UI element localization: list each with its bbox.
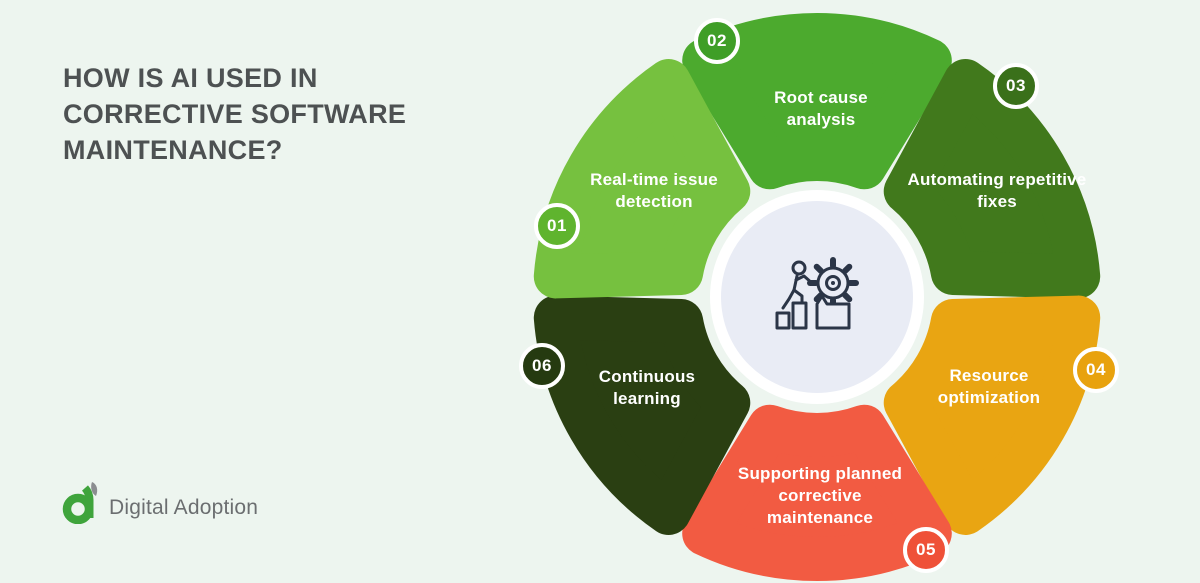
segment-label-resource-optimization: Resource optimization	[937, 366, 1041, 407]
badge-02: 02	[694, 18, 740, 64]
badge-04-number: 04	[1086, 360, 1106, 379]
badge-03-number: 03	[1006, 76, 1026, 95]
segment-label-real-time-issue-detection: Real-time issue detection	[590, 170, 718, 211]
digital-adoption-logo-icon	[62, 482, 98, 524]
brand-logo: Digital Adoption	[62, 482, 258, 524]
badge-06: 06	[519, 343, 565, 389]
petal-root-cause-analysis	[682, 12, 952, 190]
person-icon	[781, 260, 815, 310]
title-line-3: MAINTENANCE?	[63, 135, 283, 165]
person-climbing-bars-toward-gear-icon	[775, 257, 859, 330]
gear-hub	[825, 275, 841, 291]
segment-label-root-cause-analysis: Root cause analysis	[774, 88, 868, 129]
segment-label-continuous-learning: Continuous learning	[598, 367, 696, 408]
petal-automating-repetitive-fixes	[883, 59, 1101, 299]
gear-center-dot	[831, 281, 835, 285]
bar-tall	[791, 301, 808, 330]
petal-supporting-planned-corrective-maintenance	[682, 404, 952, 582]
page-title: HOW IS AI USED IN CORRECTIVE SOFTWARE MA…	[63, 60, 406, 168]
badge-05: 05	[903, 527, 949, 573]
title-line-1: HOW IS AI USED IN	[63, 63, 318, 93]
badge-01: 01	[534, 203, 580, 249]
title-line-2: CORRECTIVE SOFTWARE	[63, 99, 407, 129]
badge-02-number: 02	[707, 31, 727, 50]
petal-resource-optimization	[883, 295, 1101, 535]
brand-name: Digital Adoption	[109, 496, 259, 519]
segment-label-supporting-planned-corrective-maintenance: Supporting planned corrective maintenanc…	[737, 464, 903, 527]
badge-03: 03	[993, 63, 1039, 109]
badge-05-number: 05	[916, 540, 936, 559]
badge-04: 04	[1073, 347, 1119, 393]
box-icon	[815, 294, 851, 330]
leaf-icon	[91, 482, 98, 496]
gear-body	[816, 266, 850, 300]
segment-label-automating-repetitive-fixes: Automating repetitive fixes	[907, 170, 1087, 211]
badge-06-number: 06	[532, 356, 552, 375]
badge-01-number: 01	[547, 216, 567, 235]
bar-small	[775, 311, 791, 330]
